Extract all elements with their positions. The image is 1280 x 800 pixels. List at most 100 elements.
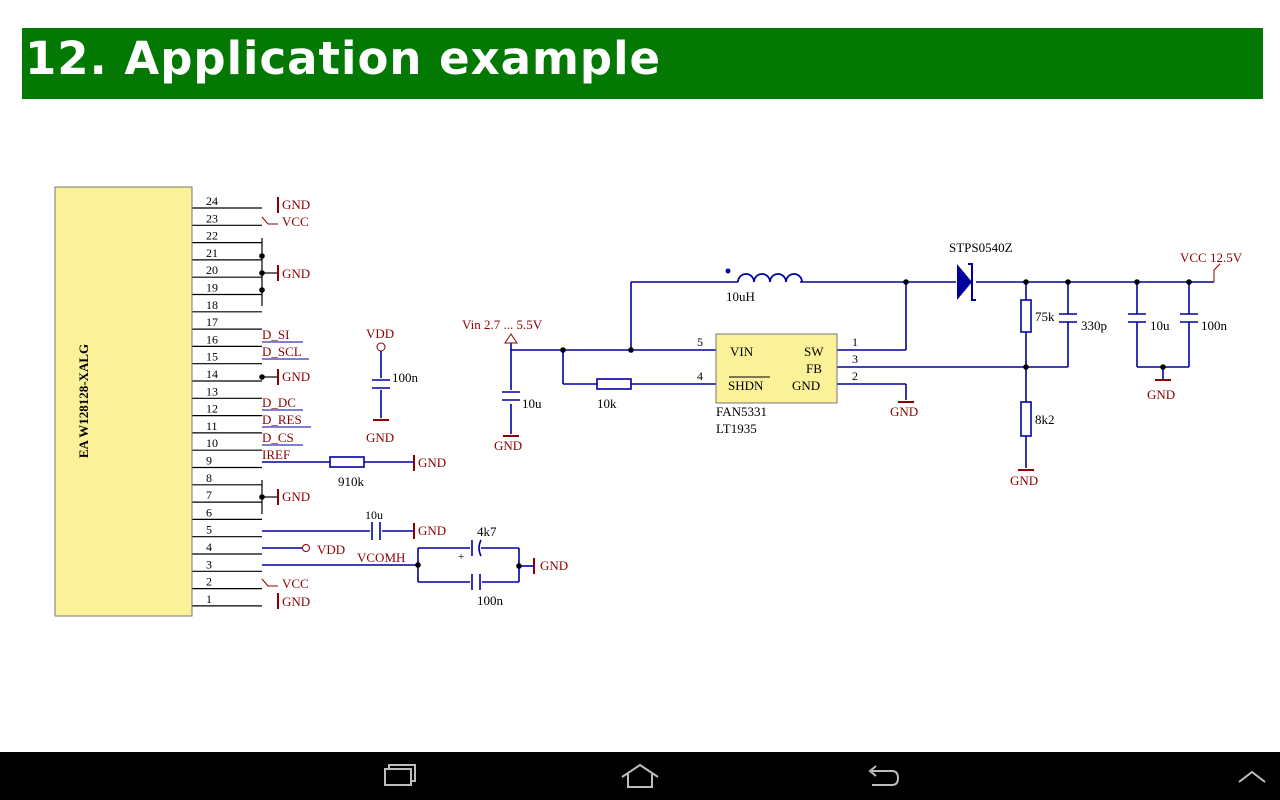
pin-number: 14 xyxy=(206,367,218,381)
ic-pin-num: 2 xyxy=(852,369,858,383)
iref-circuit xyxy=(262,456,414,468)
ic-name: FAN5331 xyxy=(716,404,767,419)
pin-number: 19 xyxy=(206,281,218,295)
pin-number: 18 xyxy=(206,298,218,312)
pin-number: 20 xyxy=(206,263,218,277)
recent-apps-button[interactable] xyxy=(359,752,439,800)
gnd-label: GND xyxy=(282,197,310,212)
pin-number: 21 xyxy=(206,246,218,260)
gnd-label: GND xyxy=(282,489,310,504)
back-icon xyxy=(868,765,900,786)
vdd-decoupling xyxy=(372,342,390,421)
gnd-label: GND xyxy=(1147,387,1175,402)
inductor xyxy=(737,273,803,283)
gnd-symbols xyxy=(277,197,535,609)
diode-label: STPS0540Z xyxy=(949,240,1013,255)
cap-100n-label: 100n xyxy=(477,593,504,608)
pin-number: 17 xyxy=(206,315,218,329)
vcc-label: VCC xyxy=(282,214,309,229)
home-button[interactable] xyxy=(600,752,680,800)
pin-number: 9 xyxy=(206,454,212,468)
gnd-label: GND xyxy=(890,404,918,419)
vdd-cap-circuit xyxy=(262,522,414,540)
schottky-diode xyxy=(957,263,976,301)
pin-number: 3 xyxy=(206,557,212,571)
pin-number: 11 xyxy=(206,419,218,433)
res-75k-label: 75k xyxy=(1035,309,1055,324)
gnd-label: GND xyxy=(282,266,310,281)
ic-pin-vin: VIN xyxy=(730,344,754,359)
ic-pin-num: 4 xyxy=(697,369,703,383)
res-910k-label: 910k xyxy=(338,474,365,489)
net-label: D_CS xyxy=(262,430,294,445)
cap-10u-label: 10u xyxy=(365,508,383,522)
net-label: D_SI xyxy=(262,327,289,342)
net-label: IREF xyxy=(262,447,290,462)
display-module xyxy=(54,186,193,617)
vdd-label: VDD xyxy=(366,326,394,341)
cap-10u-label: 10u xyxy=(1150,318,1170,333)
pin-number: 24 xyxy=(206,194,218,208)
pin-number: 5 xyxy=(206,523,212,537)
title-bar: 12. Application example xyxy=(22,28,1263,99)
recent-apps-icon xyxy=(384,764,416,786)
ic-pin-gnd: GND xyxy=(792,378,820,393)
gnd-label: GND xyxy=(418,455,446,470)
vin-label: Vin 2.7 ... 5.5V xyxy=(462,317,543,332)
module-part-name: EA W128128-XALG xyxy=(76,344,91,458)
schematic: VSS24VCC23D722D621D520D419D318D217D116D0… xyxy=(54,186,1243,617)
boost-ic xyxy=(715,333,838,404)
res-10k-label: 10k xyxy=(597,396,617,411)
cap-100n-label: 100n xyxy=(1201,318,1228,333)
cap-100n-label: 100n xyxy=(392,370,419,385)
pin-number: 15 xyxy=(206,350,218,364)
res-8k2-label: 8k2 xyxy=(1035,412,1055,427)
ic-pin-num: 1 xyxy=(852,335,858,349)
net-label: D_DC xyxy=(262,395,296,410)
chevron-up-icon xyxy=(1238,770,1266,783)
vcc-label: VCC xyxy=(282,576,309,591)
ic-pin-num: 3 xyxy=(852,352,858,366)
gnd-label: GND xyxy=(366,430,394,445)
pin-number: 22 xyxy=(206,229,218,243)
page-title: 12. Application example xyxy=(25,32,662,85)
ic-pin-shdn: SHDN xyxy=(728,378,764,393)
gnd-label: GND xyxy=(282,594,310,609)
gnd-label: GND xyxy=(282,369,310,384)
ic-pin-sw: SW xyxy=(804,344,824,359)
pin-number: 16 xyxy=(206,332,218,346)
cap-330p-label: 330p xyxy=(1081,318,1107,333)
cap-10u-label: 10u xyxy=(522,396,542,411)
gnd-label: GND xyxy=(1010,473,1038,488)
pin-number: 10 xyxy=(206,436,218,450)
pin-number: 6 xyxy=(206,505,212,519)
pin-number: 8 xyxy=(206,471,212,485)
pin-number: 7 xyxy=(206,488,212,502)
vcomh-label: VCOMH xyxy=(357,550,405,565)
gnd-label: GND xyxy=(494,438,522,453)
boost-junctions xyxy=(560,279,1192,370)
ic-name-alt: LT1935 xyxy=(716,421,757,436)
polarity-plus: + xyxy=(458,551,464,563)
up-button[interactable] xyxy=(1212,752,1280,800)
pin-number: 13 xyxy=(206,384,218,398)
back-button[interactable] xyxy=(842,752,922,800)
gnd-label: GND xyxy=(418,523,446,538)
ic-pin-fb: FB xyxy=(806,361,822,376)
net-label-underlines xyxy=(262,341,311,463)
pin-number: 23 xyxy=(206,211,218,225)
vdd-label: VDD xyxy=(317,542,345,557)
gnd-label: GND xyxy=(540,558,568,573)
home-icon xyxy=(621,763,659,788)
pin-number: 1 xyxy=(206,592,212,606)
boost-wires xyxy=(510,281,1214,468)
pin-number: 12 xyxy=(206,402,218,416)
cap-4k7-label: 4k7 xyxy=(477,524,497,539)
system-navigation-bar xyxy=(0,752,1280,800)
pin-number: 2 xyxy=(206,575,212,589)
inductor-label: 10uH xyxy=(726,289,755,304)
net-label: D_RES xyxy=(262,412,302,427)
pin-number: 4 xyxy=(206,540,212,554)
ic-pin-num: 5 xyxy=(697,335,703,349)
vcc-out-label: VCC 12.5V xyxy=(1180,250,1243,265)
